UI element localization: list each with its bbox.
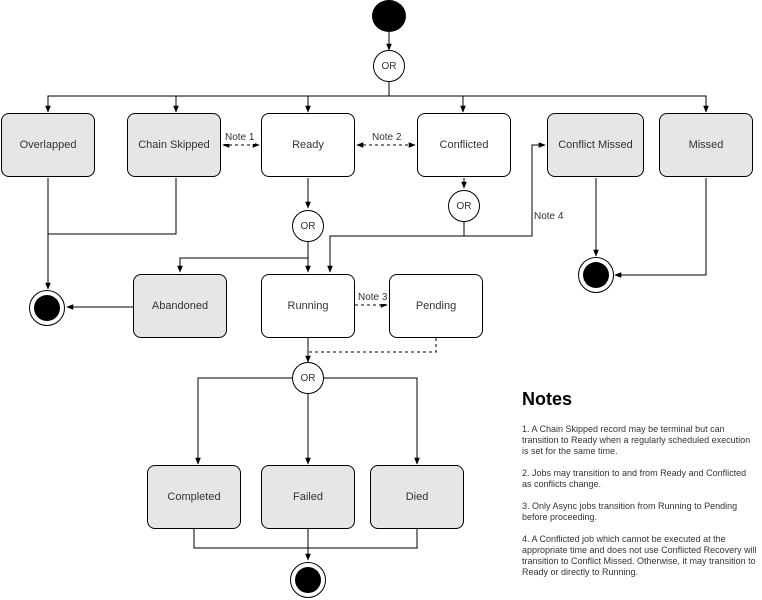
or-node-ready: OR xyxy=(292,210,324,242)
state-conflict-missed: Conflict Missed xyxy=(547,113,644,177)
edge-conflicted-or-to-conflict-missed xyxy=(463,142,546,237)
edge-chain-skipped-to-end xyxy=(48,178,177,235)
state-pending: Pending xyxy=(389,274,483,338)
final-state-left xyxy=(29,290,65,326)
edge-completed-to-end xyxy=(193,529,308,549)
edge-missed-to-end xyxy=(614,178,707,278)
edge-label-note-2: Note 2 xyxy=(371,132,403,144)
edge-pending-to-or xyxy=(308,338,437,353)
final-state-right xyxy=(578,257,614,293)
notes-title: Notes xyxy=(522,389,573,409)
state-conflicted: Conflicted xyxy=(417,113,511,177)
note-item-1: 1. A Chain Skipped record may be termina… xyxy=(522,424,751,456)
edge-or-to-died xyxy=(324,377,420,465)
note-item-3: 3. Only Async jobs transition from Runni… xyxy=(522,501,738,522)
edge-or-to-completed xyxy=(195,377,292,465)
or-node-bottom: OR xyxy=(292,362,324,394)
state-completed: Completed xyxy=(147,465,241,529)
edge-or-to-overlapped xyxy=(45,82,390,113)
note-item-2: 2. Jobs may transition to and from Ready… xyxy=(522,468,747,489)
state-died: Died xyxy=(370,465,464,529)
state-missed: Missed xyxy=(659,113,753,177)
note-item-4: 4. A Conflicted job which cannot be exec… xyxy=(522,534,757,577)
or-node-conflicted: OR xyxy=(448,190,480,222)
state-chain-skipped: Chain Skipped xyxy=(127,113,221,177)
state-ready: Ready xyxy=(261,113,355,177)
or-node-top: OR xyxy=(373,50,405,82)
edge-or-to-missed xyxy=(463,95,709,113)
state-failed: Failed xyxy=(261,465,355,529)
edge-label-note-4: Note 4 xyxy=(533,211,565,223)
edge-or-to-conflicted xyxy=(389,95,466,113)
notes-panel: Notes 1. A Chain Skipped record may be t… xyxy=(522,388,758,589)
state-overlapped: Overlapped xyxy=(1,113,95,177)
edge-ready-or-to-abandoned xyxy=(177,242,309,273)
edge-died-to-end xyxy=(308,529,418,549)
edge-label-note-1: Note 1 xyxy=(224,132,256,144)
edge-conflicted-or-to-running xyxy=(327,235,464,273)
final-state-bottom xyxy=(290,562,326,598)
state-running: Running xyxy=(261,274,355,338)
state-abandoned: Abandoned xyxy=(133,274,227,338)
initial-state xyxy=(372,0,406,32)
edge-label-note-3: Note 3 xyxy=(357,292,389,304)
